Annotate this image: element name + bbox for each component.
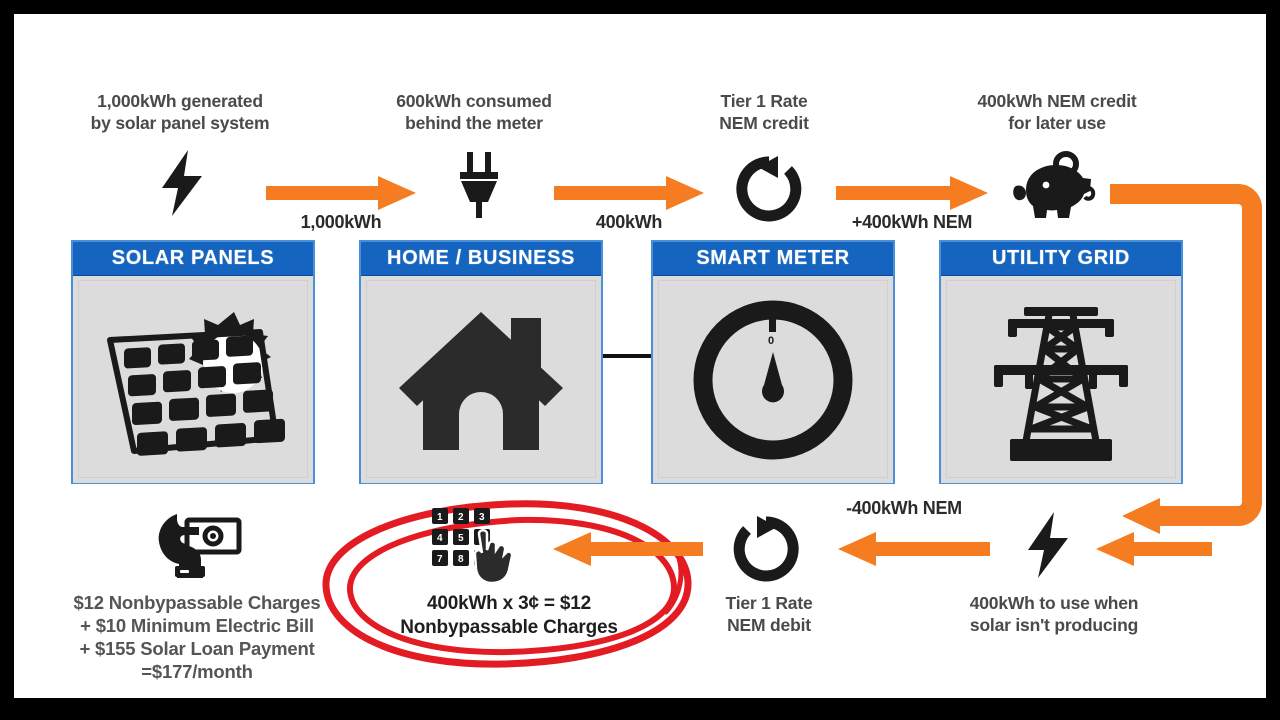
hand-with-cash-icon xyxy=(149,508,245,582)
card-title-smart-meter: SMART METER xyxy=(653,242,893,276)
svg-text:2: 2 xyxy=(458,512,464,523)
bottom-flow-arrow-2 xyxy=(834,532,990,566)
highlighted-calculation-text: 400kWh x 3¢ = $12 Nonbypassable Charges xyxy=(400,593,618,638)
flow-label-2: 400kWh xyxy=(595,212,663,232)
flow-label-1: 1,000kWh xyxy=(300,212,382,232)
card-utility-grid[interactable]: UTILITY GRID xyxy=(939,240,1183,484)
return-flow-label: -400kWh NEM xyxy=(846,498,962,518)
meter-connection-line xyxy=(404,354,869,358)
card-home-business[interactable]: HOME / BUSINESS xyxy=(359,240,603,484)
meter-gauge-icon: 0 xyxy=(690,297,856,463)
card-solar-panels[interactable]: SOLAR PANELS xyxy=(71,240,315,484)
svg-text:4: 4 xyxy=(437,533,443,544)
nem-debit-caption: Tier 1 Rate NEM debit xyxy=(725,593,813,636)
refresh-clockwise-icon xyxy=(728,514,804,584)
card-title-text: UTILITY GRID xyxy=(992,247,1130,269)
caption-step-2: 600kWh consumed behind the meter xyxy=(396,91,552,134)
card-body-solar-panels xyxy=(73,276,313,483)
card-body-home-business xyxy=(361,276,601,483)
grid-return-loop-arrow xyxy=(1100,172,1266,554)
cost-summary-text: $12 Nonbypassable Charges + $10 Minimum … xyxy=(73,592,321,682)
card-smart-meter[interactable]: SMART METER 0 xyxy=(651,240,895,484)
svg-text:7: 7 xyxy=(437,554,443,565)
keypad-hand-icon: 123 456 789 xyxy=(432,508,520,585)
piggy-bank-icon xyxy=(1012,151,1098,220)
diagram-canvas: 1,000kWh generated by solar panel system… xyxy=(14,14,1266,698)
card-body-smart-meter: 0 xyxy=(653,276,893,483)
flow-arrow-2 xyxy=(554,176,704,210)
svg-text:3: 3 xyxy=(479,512,485,523)
card-body-utility-grid xyxy=(941,276,1181,483)
solar-panel-icon xyxy=(100,306,286,458)
meter-zero-label: 0 xyxy=(768,334,775,347)
caption-step-1: 1,000kWh generated by solar panel system xyxy=(90,91,270,134)
flow-arrow-3 xyxy=(836,176,988,210)
caption-step-3: Tier 1 Rate NEM credit xyxy=(719,91,809,134)
refresh-counterclockwise-icon xyxy=(732,154,806,224)
card-title-solar-panels: SOLAR PANELS xyxy=(73,242,313,276)
bottom-flow-arrow-3 xyxy=(1092,532,1212,566)
card-title-text: SOLAR PANELS xyxy=(111,247,275,269)
card-title-home-business: HOME / BUSINESS xyxy=(361,242,601,276)
transmission-tower-icon xyxy=(980,297,1142,463)
flow-arrow-1 xyxy=(266,176,416,210)
lightning-bolt-icon xyxy=(154,150,210,216)
power-plug-icon xyxy=(452,152,506,218)
grid-usage-caption: 400kWh to use when solar isn't producing xyxy=(969,593,1139,636)
lightning-bolt-bottom-icon xyxy=(1022,512,1074,578)
svg-text:1: 1 xyxy=(437,512,443,523)
house-icon xyxy=(393,304,569,456)
flow-label-3: +400kWh NEM xyxy=(851,212,973,232)
svg-text:5: 5 xyxy=(458,533,464,544)
svg-text:8: 8 xyxy=(458,554,464,565)
bottom-flow-arrow-1 xyxy=(549,532,703,566)
card-title-text: HOME / BUSINESS xyxy=(387,247,575,269)
card-title-utility-grid: UTILITY GRID xyxy=(941,242,1181,276)
card-title-text: SMART METER xyxy=(696,247,850,269)
caption-step-4: 400kWh NEM credit for later use xyxy=(977,91,1137,134)
